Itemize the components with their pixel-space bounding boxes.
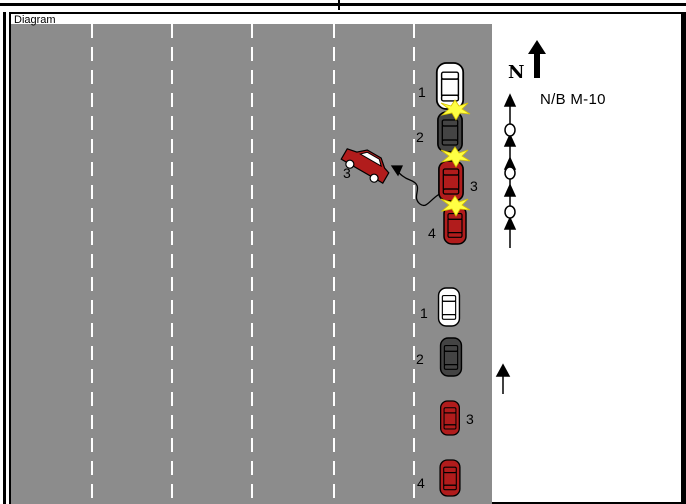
vehicle-number: 1 — [420, 305, 428, 321]
north-letter: N — [508, 62, 524, 83]
vehicle-number: 2 — [416, 129, 424, 145]
north-arrow-icon: N — [508, 40, 546, 83]
top-border-line — [0, 3, 686, 6]
impact-burst-icon — [440, 99, 471, 217]
departed-vehicle: 3 — [340, 148, 390, 185]
pre-impact-vehicle-1 — [437, 287, 461, 327]
collision-vehicle-2 — [437, 111, 463, 153]
skid-path-icon — [390, 165, 449, 207]
road-name-label: N/B M-10 — [540, 91, 606, 108]
left-border — [3, 12, 6, 504]
vehicle-number: 3 — [343, 165, 351, 181]
pre-impact-vehicle-2 — [439, 337, 463, 377]
vehicle-number: 4 — [417, 475, 425, 491]
vehicle-number: 3 — [466, 411, 474, 427]
right-border — [683, 12, 686, 504]
collision-vehicles: 1 2 3 4 — [416, 62, 478, 245]
travel-path-arrow-icon — [495, 93, 517, 394]
top-border-divider — [338, 0, 340, 10]
pre-impact-vehicle-3 — [440, 400, 460, 436]
vehicle-number: 3 — [470, 178, 478, 194]
panel-label: Diagram — [14, 14, 56, 26]
pre-impact-vehicles: 1 2 3 4 — [416, 287, 474, 497]
collision-vehicle-3 — [438, 160, 464, 202]
vehicle-number: 1 — [418, 84, 426, 100]
lane-lines — [91, 24, 415, 504]
top-border — [0, 0, 686, 14]
pre-impact-vehicle-4 — [439, 459, 461, 497]
collision-vehicle-1 — [435, 62, 465, 110]
vehicle-number: 2 — [416, 351, 424, 367]
vehicle-number: 4 — [428, 225, 436, 241]
